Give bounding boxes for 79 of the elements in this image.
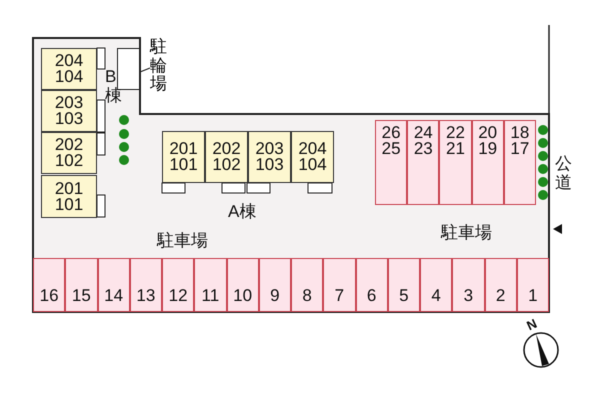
parking-space-number: 9 [270, 288, 280, 304]
unit-number: 104 [54, 69, 84, 85]
parking-space [375, 120, 408, 205]
apartment-unit [41, 132, 97, 174]
parking-space-number: 14 [104, 288, 124, 304]
unit-number: 204 [298, 141, 327, 157]
parking-space-number: 23 [414, 141, 433, 157]
parking-space-number: 3 [464, 288, 474, 304]
parking-space-number: 10 [233, 288, 252, 304]
parking-space-number: 22 [446, 125, 465, 141]
parking-space [388, 258, 420, 312]
apartment-unit [41, 90, 97, 132]
unit-number: 201 [54, 180, 84, 196]
parking-space [452, 258, 484, 312]
parking-space-number: 2 [496, 288, 506, 304]
parking-space-number: 7 [334, 288, 344, 304]
parking-space [439, 120, 472, 205]
parking-space-number: 16 [40, 288, 59, 304]
parking-space-number: 17 [510, 141, 530, 157]
apartment-unit [248, 131, 291, 183]
parking-space-number: 25 [382, 141, 401, 157]
apartment-unit [205, 131, 248, 183]
unit-number: 101 [54, 196, 84, 212]
apartment-unit [162, 131, 205, 183]
parking-space-number: 18 [510, 125, 530, 141]
area-label: 駐車場 [157, 232, 208, 249]
parking-space [98, 258, 130, 312]
area-label: 駐輪場 [150, 38, 167, 104]
parking-space [194, 258, 226, 312]
unit-number: 203 [255, 141, 284, 157]
parking-space-number: 4 [431, 288, 441, 304]
parking-space [258, 258, 291, 312]
parking-space-number: 26 [382, 125, 401, 141]
parking-space-number: 20 [478, 125, 498, 141]
parking-space-number: 8 [302, 288, 312, 304]
parking-space [130, 258, 162, 312]
parking-space-number: 6 [366, 288, 376, 304]
unit-number: 101 [169, 157, 198, 173]
unit-number: 203 [54, 95, 84, 111]
apartment-unit [41, 48, 97, 90]
parking-space-number: 19 [478, 141, 498, 157]
parking-space [420, 258, 452, 312]
parking-space-number: 24 [414, 125, 433, 141]
unit-number: 201 [169, 141, 198, 157]
unit-number: 103 [54, 111, 84, 127]
parking-space-number: 5 [399, 288, 409, 304]
parking-space [162, 258, 194, 312]
parking-space [33, 258, 66, 312]
parking-space-number: 13 [136, 288, 156, 304]
unit-number: 202 [54, 137, 84, 153]
parking-space-number: 15 [72, 288, 91, 304]
unit-number: 104 [298, 157, 327, 173]
parking-space [484, 258, 517, 312]
unit-number: 204 [54, 53, 84, 69]
parking-space [226, 258, 259, 312]
leader-line [140, 67, 150, 73]
parking-space [407, 120, 440, 205]
unit-number: 102 [212, 157, 241, 173]
parking-space [65, 258, 98, 312]
building-label: A棟 [228, 203, 256, 220]
parking-space [516, 258, 549, 312]
road-label: 公道 [555, 155, 572, 192]
parking-space [356, 258, 388, 312]
unit-number: 202 [212, 141, 241, 157]
parking-space-number: 12 [168, 288, 188, 304]
unit-number: 102 [54, 153, 84, 169]
building-label: B棟 [105, 68, 122, 106]
unit-number: 103 [255, 157, 284, 173]
parking-space [323, 258, 356, 312]
parking-space [504, 120, 536, 205]
apartment-unit [41, 175, 97, 218]
apartment-unit [291, 131, 334, 183]
area-label: 駐車場 [441, 224, 492, 241]
parking-space-number: 11 [202, 288, 220, 304]
parking-space-number: 1 [528, 288, 538, 304]
parking-space [291, 258, 324, 312]
parking-space-number: 21 [446, 141, 465, 157]
compass-label: N [524, 316, 539, 332]
parking-space [472, 120, 504, 205]
